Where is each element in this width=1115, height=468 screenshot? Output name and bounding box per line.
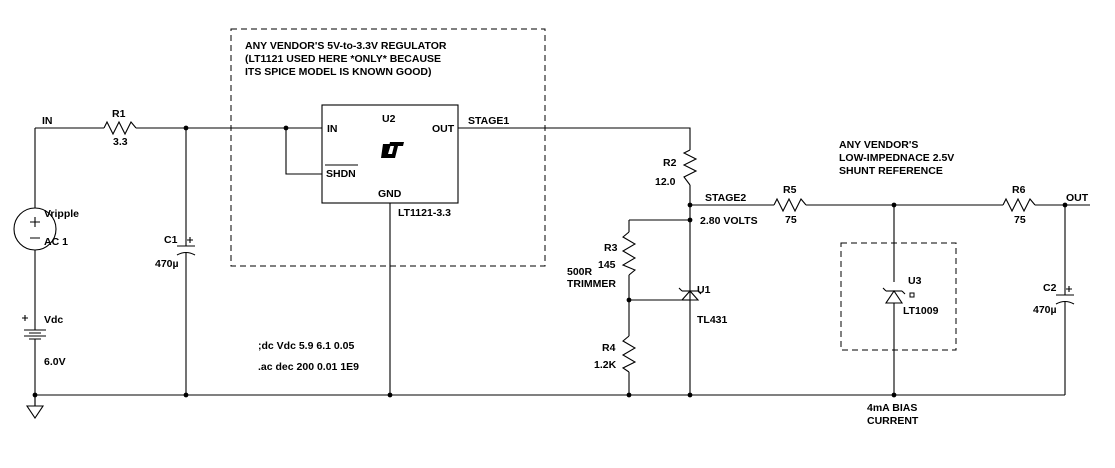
c2-ref: C2	[1043, 282, 1057, 294]
r1-value: 3.3	[113, 136, 128, 148]
u1-value: TL431	[697, 314, 728, 326]
c1-capacitor-icon	[176, 237, 196, 262]
reference-dashed-box	[840, 242, 957, 351]
vripple-ref: Vripple	[44, 208, 79, 220]
ground-icon	[25, 395, 45, 419]
vdc-ref: Vdc	[44, 314, 63, 326]
r1-ref: R1	[112, 108, 126, 120]
tl431-shunt-icon	[678, 287, 702, 301]
reference-note-line2: LOW-IMPEDNACE 2.5V	[839, 152, 954, 164]
bias-note-line2: CURRENT	[867, 415, 919, 427]
r3-note-500r: 500R	[567, 266, 593, 278]
u2-pin-gnd: GND	[378, 188, 402, 200]
u3-value: LT1009	[903, 305, 939, 317]
battery-icon	[22, 315, 46, 345]
vdc-value: 6.0V	[44, 356, 66, 368]
vripple-value: AC 1	[44, 236, 68, 248]
r2-resistor-icon	[682, 149, 698, 186]
u3-ref: U3	[908, 275, 922, 287]
c1-ref: C1	[164, 234, 178, 246]
r4-ref: R4	[602, 342, 616, 354]
u2-ref: U2	[382, 113, 396, 125]
r5-value: 75	[785, 214, 797, 226]
stage2-voltage: 2.80 VOLTS	[700, 215, 758, 227]
c2-value: 470µ	[1033, 304, 1057, 316]
u1-ref: U1	[697, 284, 711, 296]
lt1009-zener-icon	[882, 287, 915, 304]
r3-resistor-icon	[621, 231, 637, 276]
u2-pin-in: IN	[327, 123, 338, 135]
net-label-out: OUT	[1066, 192, 1089, 204]
u2-pin-out: OUT	[432, 123, 455, 135]
net-label-stage1: STAGE1	[468, 115, 509, 127]
regulator-note-line3: ITS SPICE MODEL IS KNOWN GOOD)	[245, 66, 431, 78]
c1-value: 470µ	[155, 258, 179, 270]
regulator-dashed-box	[230, 28, 546, 267]
r2-ref: R2	[663, 157, 677, 169]
r3-value: 145	[598, 259, 616, 271]
lt-logo-icon	[381, 142, 404, 158]
r6-ref: R6	[1012, 184, 1026, 196]
u2-regulator	[321, 104, 459, 204]
net-label-in: IN	[42, 115, 53, 127]
r6-value: 75	[1014, 214, 1026, 226]
r4-resistor-icon	[621, 335, 637, 373]
c2-capacitor-icon	[1055, 286, 1075, 310]
net-label-stage2: STAGE2	[705, 192, 746, 204]
junction-dots	[32, 125, 1068, 398]
reference-note-line1: ANY VENDOR'S	[839, 139, 918, 151]
bias-note-line1: 4mA BIAS	[867, 402, 917, 414]
u2-pin-shdn: SHDN	[326, 168, 356, 180]
ac-source-icon	[13, 207, 57, 251]
r1-resistor-icon	[103, 120, 137, 136]
spice-dc-directive: ;dc Vdc 5.9 6.1 0.05	[258, 340, 354, 352]
r2-value: 12.0	[655, 176, 676, 188]
reference-note-line3: SHUNT REFERENCE	[839, 165, 943, 177]
spice-ac-directive: .ac dec 200 0.01 1E9	[258, 361, 359, 373]
r3-ref: R3	[604, 242, 618, 254]
r6-resistor-icon	[1002, 197, 1036, 213]
regulator-note-line1: ANY VENDOR'S 5V-to-3.3V REGULATOR	[245, 40, 447, 52]
regulator-note-line2: (LT1121 USED HERE *ONLY* BECAUSE	[245, 53, 441, 65]
u2-value: LT1121-3.3	[398, 207, 451, 219]
r5-resistor-icon	[773, 197, 807, 213]
r4-value: 1.2K	[594, 359, 617, 371]
r5-ref: R5	[783, 184, 797, 196]
r3-note-trimmer: TRIMMER	[567, 278, 616, 290]
